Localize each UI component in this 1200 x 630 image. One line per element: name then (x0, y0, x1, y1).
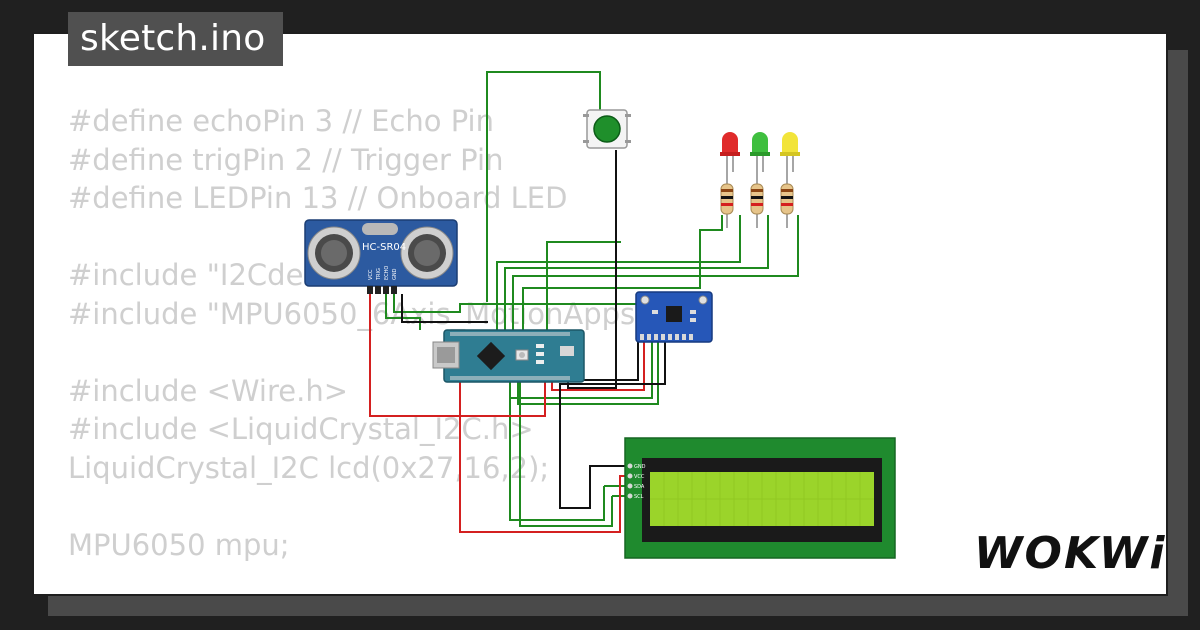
green-wires (385, 71, 799, 527)
lcd-pin-vcc: VCC (634, 474, 645, 480)
button-cap-icon (593, 115, 621, 143)
sensor-label: HC-SR04 (362, 242, 406, 253)
arduino-nano (432, 329, 585, 383)
resistor-2 (750, 170, 764, 228)
sketch-title: sketch.ino (68, 12, 284, 66)
sensor-eye-left-icon (307, 226, 361, 280)
code-line-9: #include <LiquidCrystal_I2C.h> (68, 412, 534, 446)
mpu6050-module (635, 291, 713, 343)
lcd-pin-sda: SDA (634, 484, 645, 490)
sensor-pin-echo: ECHO (384, 266, 390, 280)
red-wires (369, 294, 645, 533)
push-button (583, 109, 631, 149)
resistor-3 (780, 170, 794, 228)
black-wires (401, 150, 666, 509)
led-green (750, 132, 770, 172)
wokwi-logo: WOKWi (974, 528, 1167, 579)
code-line-8: #include <Wire.h> (68, 373, 349, 408)
chip-icon (476, 341, 506, 371)
lcd-display: GND VCC SDA SCL (624, 437, 896, 559)
code-line-3: #define LEDPin 13 // Onboard LED (68, 181, 568, 215)
sensor-pin-gnd: GND (392, 268, 398, 280)
lcd-pin-gnd: GND (634, 464, 646, 470)
code-line-10: LiquidCrystal_I2C lcd(0x27,16,2); (68, 450, 550, 485)
lcd-pin-scl: SCL (634, 494, 644, 500)
code-line-2: #define trigPin 2 // Trigger Pin (68, 142, 504, 177)
sensor-eye-right-icon (400, 226, 454, 280)
code-line-12: MPU6050 mpu; (68, 527, 290, 562)
sensor-pin-trig: TRIG (376, 268, 382, 281)
mpu-chip-icon (666, 306, 682, 322)
resistor-1 (720, 170, 734, 228)
led-yellow (780, 132, 800, 172)
led-red (720, 132, 740, 172)
code-preview: #define echoPin 3 // Echo Pin #define tri… (68, 102, 713, 564)
wires (369, 71, 799, 533)
code-line-6: #include "MPU6050_6Axis_MotionApps20.h" (68, 296, 713, 331)
code-line-1: #define echoPin 3 // Echo Pin (68, 104, 494, 138)
sensor-pin-vcc: VCC (368, 269, 374, 280)
ultrasonic-sensor: HC-SR04 VCC TRIG ECHO GND (304, 219, 458, 294)
